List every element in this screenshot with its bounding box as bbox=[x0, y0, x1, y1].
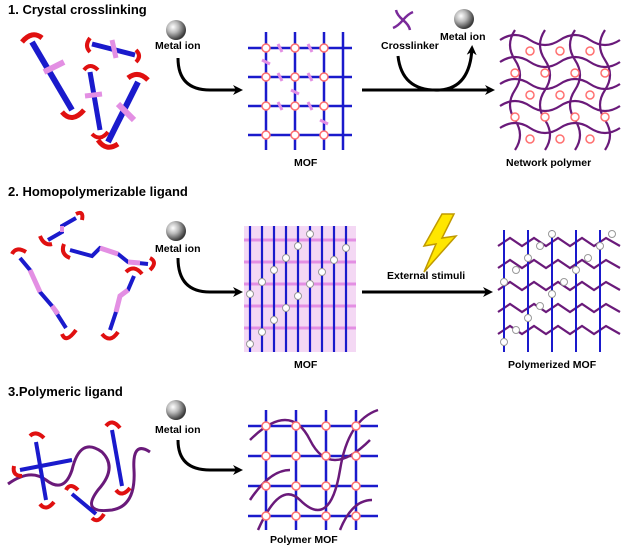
section-2-title: 2. Homopolymerizable ligand bbox=[8, 184, 188, 199]
arrow-2a bbox=[176, 257, 243, 297]
metal-ion-sphere-icon-3 bbox=[166, 221, 186, 241]
arrow-1a bbox=[176, 57, 243, 95]
section-1-title: 1. Crystal crosslinking bbox=[8, 2, 147, 17]
lightning-bolt-icon bbox=[422, 213, 458, 273]
crosslinker-icon bbox=[392, 9, 414, 31]
caption-mof-1: MOF bbox=[294, 157, 318, 169]
polymerized-mof-grid bbox=[497, 230, 621, 352]
section-1-linkers bbox=[20, 32, 150, 150]
metal-ion-sphere-icon-4 bbox=[166, 400, 186, 420]
section-3-polymer-ligand bbox=[7, 420, 151, 523]
caption-network-polymer: Network polymer bbox=[506, 157, 592, 169]
crosslinker-label: Crosslinker bbox=[381, 40, 439, 52]
zigzag-linker-b bbox=[10, 247, 78, 341]
zigzag-linker-d bbox=[100, 266, 144, 341]
metal-ion-label-1b: Metal ion bbox=[440, 31, 486, 43]
zigzag-linker-a bbox=[38, 210, 85, 247]
linker-1d bbox=[95, 72, 150, 150]
section-2-linkers bbox=[10, 210, 156, 341]
caption-mof-2: MOF bbox=[294, 359, 318, 371]
mof-grid-1 bbox=[248, 32, 352, 150]
caption-polymerized-mof: Polymerized MOF bbox=[508, 359, 597, 371]
external-stimuli-label: External stimuli bbox=[387, 270, 466, 282]
metal-ion-sphere-icon bbox=[166, 20, 186, 40]
mof-grid-2 bbox=[244, 226, 356, 352]
metal-ion-label-3: Metal ion bbox=[155, 424, 201, 436]
arrow-3a bbox=[176, 439, 243, 475]
metal-ion-label-1: Metal ion bbox=[155, 40, 201, 52]
zigzag-linker-c bbox=[60, 243, 156, 272]
arrow-1c bbox=[396, 45, 477, 92]
metal-ion-label-2: Metal ion bbox=[155, 243, 201, 255]
polymer-mof-grid bbox=[248, 408, 379, 531]
network-polymer-grid bbox=[499, 29, 621, 151]
caption-polymer-mof: Polymer MOF bbox=[270, 534, 338, 546]
section-3-title: 3.Polymeric ligand bbox=[8, 384, 123, 399]
linker-1b bbox=[85, 36, 141, 64]
linker-1a bbox=[20, 32, 86, 120]
linker-1c bbox=[82, 64, 110, 140]
metal-ion-sphere-icon-2 bbox=[454, 9, 474, 29]
